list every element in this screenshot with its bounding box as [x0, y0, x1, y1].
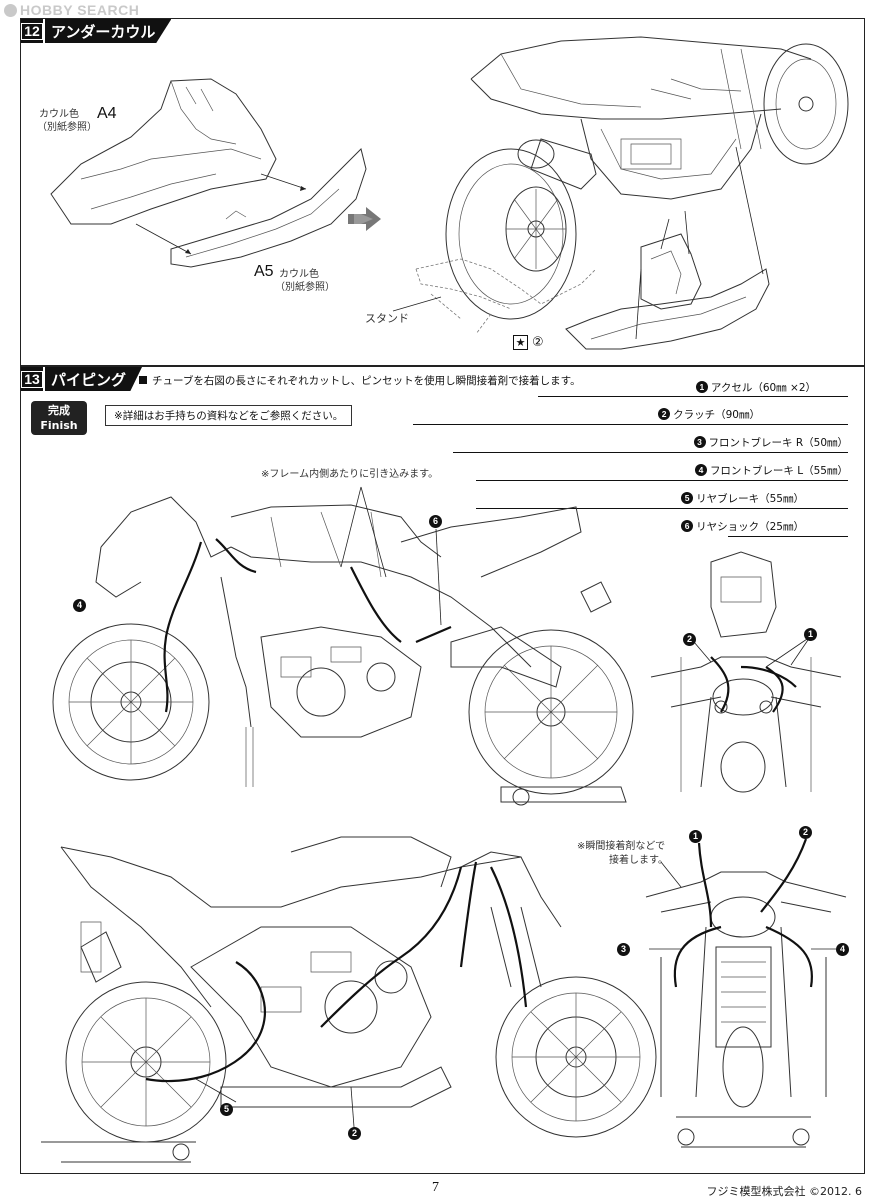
step-13-number-badge: 13	[21, 367, 45, 391]
watermark: HOBBY SEARCH	[4, 2, 139, 18]
part-a4-code: A4	[97, 105, 117, 122]
part-a5-color-note: カウル色	[279, 269, 319, 280]
callout-4-lower: 4	[836, 943, 849, 956]
step-12-panel: 12 アンダーカウル カウル色 A4 （別紙参照） A5 カウル色 （別紙参照）…	[20, 18, 865, 366]
part-a4-ref-note: （別紙参照）	[37, 122, 97, 133]
bullet-square-icon	[139, 376, 147, 384]
star-icon: ★	[513, 335, 528, 350]
step-13-panel: 13 パイピング チューブを右図の長さにそれぞれカットし、ピンセットを使用し瞬間…	[20, 366, 865, 1174]
frame-note: ※フレーム内側あたりに引き込みます。	[261, 469, 439, 480]
callout-2-lower-right: 2	[799, 826, 812, 839]
part-a5-ref-note: （別紙参照）	[275, 282, 335, 293]
step-13-instruction: チューブを右図の長さにそれぞれカットし、ピンセットを使用し瞬間接着剤で接着します…	[139, 373, 581, 388]
callout-1-lower: 1	[689, 830, 702, 843]
callout-2-upper: 2	[683, 633, 696, 646]
glue-note-line-1: ※瞬間接着剤などで	[577, 841, 666, 852]
step-12-number-badge: 12	[21, 19, 45, 43]
piping-illustration	[41, 486, 847, 1163]
glue-mark: ★ ②	[513, 335, 544, 350]
undercowl-parts-illustration	[50, 36, 849, 350]
callout-5: 5	[220, 1103, 233, 1116]
callout-6: 6	[429, 515, 442, 528]
callout-2-lower-left: 2	[348, 1127, 361, 1140]
part-a5-code: A5	[254, 263, 274, 280]
glue-mark-number: ②	[532, 335, 544, 350]
callout-3: 3	[617, 943, 630, 956]
step-12-header: 12 アンダーカウル	[21, 19, 172, 43]
glue-note-line-2: 接着します。	[609, 855, 668, 866]
stand-label: スタンド	[365, 312, 409, 325]
step-13-header: 13 パイピング	[21, 367, 143, 391]
copyright: フジミ模型株式会社 ©2012. 6	[706, 1185, 862, 1198]
watermark-text: HOBBY SEARCH	[20, 2, 140, 18]
callout-4-upper: 4	[73, 599, 86, 612]
reference-note: ※詳細はお手持ちの資料などをご参照ください。	[105, 405, 353, 426]
page-number: 7	[432, 1180, 439, 1195]
callout-1-upper: 1	[804, 628, 817, 641]
part-a4-color-note: カウル色	[39, 109, 79, 120]
hobby-search-logo-icon	[4, 3, 17, 17]
step-12-title: アンダーカウル	[45, 19, 172, 43]
step-13-title: パイピング	[45, 367, 143, 391]
finish-badge: 完成 Finish	[31, 401, 87, 435]
